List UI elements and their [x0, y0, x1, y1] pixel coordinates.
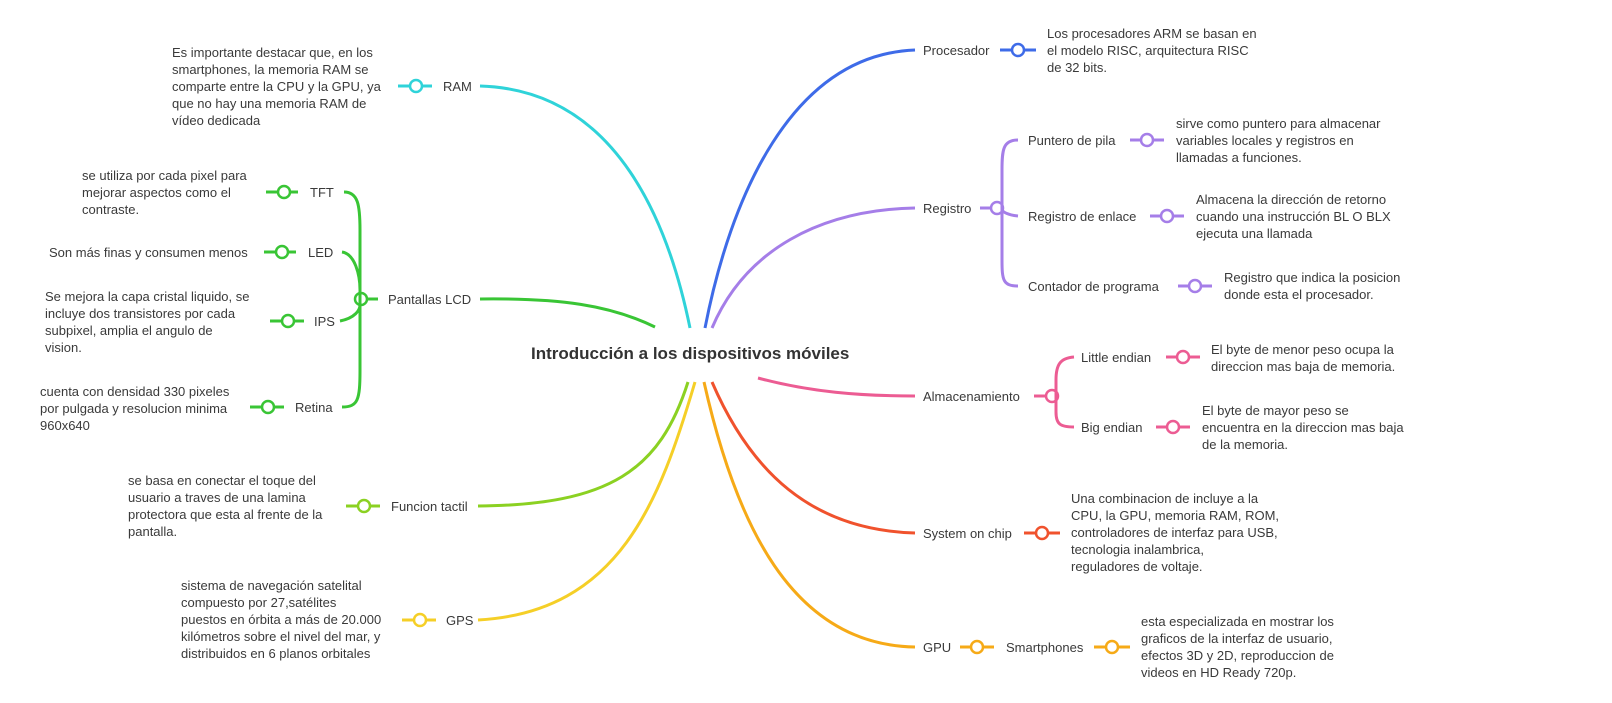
- branch-almacenamiento: [757, 376, 916, 398]
- branch-gps: [477, 381, 697, 622]
- enlace-description[interactable]: Almacena la dirección de retorno cuando …: [1196, 192, 1391, 241]
- branch-soc: [710, 381, 916, 535]
- big-description[interactable]: El byte de mayor peso se encuentra en la…: [1202, 403, 1404, 452]
- smartphones-description[interactable]: esta especializada en mostrar los grafic…: [1141, 614, 1334, 680]
- enlace-node-dot[interactable]: [1159, 208, 1175, 224]
- gps-description[interactable]: sistema de navegación satelital compuest…: [181, 578, 382, 661]
- gpu-node-dot[interactable]: [969, 639, 985, 655]
- branch-gpu: [702, 381, 916, 649]
- procesador-description[interactable]: Los procesadores ARM se basan en el mode…: [1047, 26, 1257, 75]
- led-description[interactable]: Son más finas y consumen menos: [49, 245, 248, 260]
- retina-node[interactable]: Retina: [295, 400, 333, 415]
- contador-node[interactable]: Contador de programa: [1028, 279, 1159, 294]
- central-topic[interactable]: Introducción a los dispositivos móviles: [531, 344, 850, 363]
- lcd-node[interactable]: Pantallas LCD: [388, 292, 472, 307]
- procesador-node[interactable]: Procesador: [923, 43, 990, 58]
- soc-description[interactable]: Una combinacion de incluye a la CPU, la …: [1071, 491, 1280, 574]
- contador-description[interactable]: Registro que indica la posicion donde es…: [1224, 270, 1401, 302]
- soc-node[interactable]: System on chip: [923, 526, 1012, 541]
- branch-procesador: [703, 48, 916, 329]
- pila-description[interactable]: sirve como puntero para almacenar variab…: [1176, 116, 1381, 165]
- smartphones-node[interactable]: Smartphones: [1006, 640, 1084, 655]
- gpu-node[interactable]: GPU: [923, 640, 952, 655]
- tactil-description[interactable]: se basa en conectar el toque del usuario…: [128, 473, 323, 539]
- tactil-node-dot[interactable]: [356, 498, 372, 514]
- branch-tactil: [477, 381, 690, 508]
- smartphones-node-dot[interactable]: [1104, 639, 1120, 655]
- tactil-node[interactable]: Funcion tactil: [391, 499, 468, 514]
- contador-node-dot[interactable]: [1187, 278, 1203, 294]
- led-node-dot[interactable]: [274, 244, 290, 260]
- little-node[interactable]: Little endian: [1081, 350, 1152, 365]
- gps-node[interactable]: GPS: [446, 613, 474, 628]
- retina-description[interactable]: cuenta con densidad 330 pixeles por pulg…: [40, 384, 230, 433]
- ram-node-dot[interactable]: [408, 78, 424, 94]
- retina-node-dot[interactable]: [260, 399, 276, 415]
- tft-node-dot[interactable]: [276, 184, 292, 200]
- tft-node[interactable]: TFT: [310, 185, 334, 200]
- big-node[interactable]: Big endian: [1081, 420, 1143, 435]
- registro-node[interactable]: Registro: [923, 201, 972, 216]
- almacenamiento-node[interactable]: Almacenamiento: [923, 389, 1020, 404]
- little-node-dot[interactable]: [1175, 349, 1191, 365]
- ips-description[interactable]: Se mejora la capa cristal liquido, se in…: [45, 289, 250, 355]
- soc-node-dot[interactable]: [1034, 525, 1050, 541]
- enlace-node[interactable]: Registro de enlace: [1028, 209, 1137, 224]
- big-node-dot[interactable]: [1165, 419, 1181, 435]
- pila-node[interactable]: Puntero de pila: [1028, 133, 1116, 148]
- pila-node-dot[interactable]: [1139, 132, 1155, 148]
- branch-registro: [710, 206, 916, 329]
- ips-node-dot[interactable]: [280, 313, 296, 329]
- ram-description[interactable]: Es importante destacar que, en los smart…: [172, 45, 381, 128]
- ips-node[interactable]: IPS: [314, 314, 335, 329]
- branch-ram: [479, 84, 692, 329]
- gps-node-dot[interactable]: [412, 612, 428, 628]
- led-node[interactable]: LED: [308, 245, 334, 260]
- branch-lcd: [479, 297, 656, 329]
- little-description[interactable]: El byte de menor peso ocupa la direccion…: [1211, 342, 1396, 374]
- tft-description[interactable]: se utiliza por cada pixel para mejorar a…: [82, 168, 247, 217]
- procesador-node-dot[interactable]: [1010, 42, 1026, 58]
- ram-node[interactable]: RAM: [443, 79, 472, 94]
